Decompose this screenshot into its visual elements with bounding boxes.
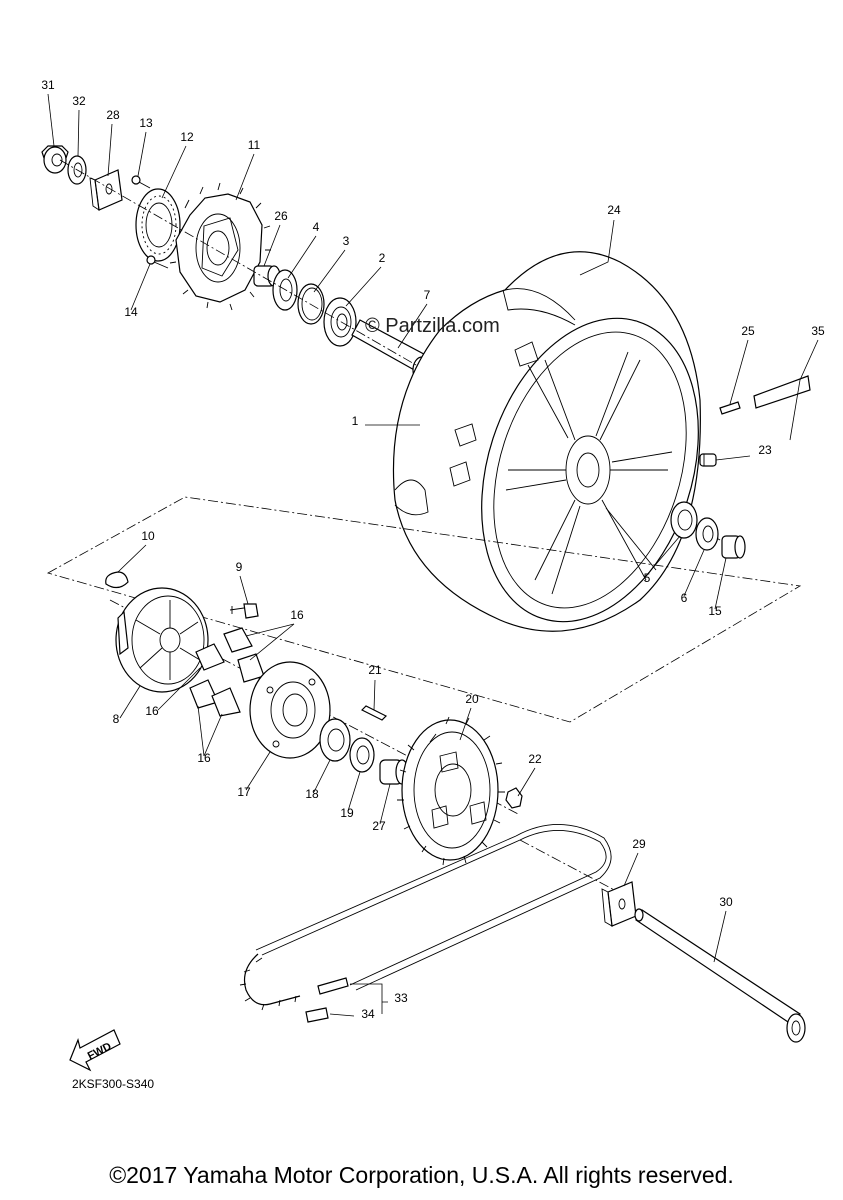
callout-p16b[interactable]: 16 (145, 704, 159, 718)
collar-15[interactable] (721, 535, 746, 559)
callout-p27[interactable]: 27 (372, 819, 386, 833)
leader-lines (47, 93, 819, 1017)
callout-p3[interactable]: 3 (343, 234, 350, 248)
bearing-18[interactable] (319, 718, 351, 762)
callout-p25[interactable]: 25 (741, 324, 755, 338)
collar-26[interactable] (253, 265, 281, 287)
chain-adjuster-28[interactable] (89, 169, 123, 211)
clutch-hub-8[interactable] (115, 587, 209, 693)
bolt-14[interactable] (146, 255, 169, 269)
bearing-5[interactable] (670, 501, 698, 539)
circlip-3[interactable] (297, 283, 325, 325)
callout-p26[interactable]: 26 (274, 209, 288, 223)
callout-p30[interactable]: 30 (719, 895, 733, 909)
stud-21[interactable] (360, 705, 388, 721)
callout-p7[interactable]: 7 (424, 288, 431, 302)
sprocket-20[interactable] (397, 716, 505, 866)
callout-p21[interactable]: 21 (368, 663, 382, 677)
callout-p2[interactable]: 2 (379, 251, 386, 265)
callout-p34[interactable]: 34 (361, 1007, 375, 1021)
weight-25[interactable] (719, 401, 741, 415)
label-35[interactable] (753, 375, 811, 409)
callout-p29[interactable]: 29 (632, 837, 646, 851)
callout-p17[interactable]: 17 (237, 785, 251, 799)
bearing-2[interactable] (323, 297, 357, 347)
callout-p23[interactable]: 23 (758, 443, 772, 457)
callout-p16c[interactable]: 16 (197, 751, 211, 765)
copyright-notice: ©2017 Yamaha Motor Corporation, U.S.A. A… (109, 1162, 734, 1188)
callout-p33[interactable]: 33 (394, 991, 408, 1005)
circlip-10[interactable] (105, 571, 129, 589)
callout-p28[interactable]: 28 (106, 108, 120, 122)
callout-p20[interactable]: 20 (465, 692, 479, 706)
chain-33[interactable] (239, 824, 612, 1011)
callout-p10[interactable]: 10 (141, 529, 155, 543)
callout-p9[interactable]: 9 (236, 560, 243, 574)
chain-adjuster-29[interactable] (601, 881, 637, 927)
master-link-34[interactable] (305, 1007, 329, 1023)
bolt-13[interactable] (131, 175, 151, 189)
bracket-11[interactable] (169, 182, 271, 311)
callout-p31[interactable]: 31 (41, 78, 55, 92)
nut-31[interactable] (41, 145, 69, 174)
callout-p13[interactable]: 13 (139, 116, 153, 130)
callout-p15[interactable]: 15 (708, 604, 722, 618)
callout-p12[interactable]: 12 (180, 130, 194, 144)
valve-23[interactable] (699, 453, 717, 467)
diagram-code: 2KSF300-S340 (72, 1077, 154, 1091)
seal-19[interactable] (349, 737, 375, 773)
callout-p19[interactable]: 19 (340, 806, 354, 820)
seal-6[interactable] (695, 517, 719, 551)
callout-p14[interactable]: 14 (124, 305, 138, 319)
callout-p6[interactable]: 6 (681, 591, 688, 605)
callout-p32[interactable]: 32 (72, 94, 86, 108)
callout-p24[interactable]: 24 (607, 203, 621, 217)
fwd-arrow-icon: FWD (69, 1029, 121, 1072)
axle-30[interactable] (634, 908, 806, 1043)
bolt-9[interactable] (229, 603, 259, 619)
callout-p11[interactable]: 11 (248, 138, 261, 152)
damper-16[interactable] (189, 627, 265, 717)
callout-p5[interactable]: 5 (644, 571, 651, 585)
callout-p18[interactable]: 18 (305, 787, 319, 801)
callout-p8[interactable]: 8 (113, 712, 120, 726)
sprocket-hub-17[interactable] (249, 661, 331, 759)
callout-p16a[interactable]: 16 (290, 608, 304, 622)
callout-p35[interactable]: 35 (811, 324, 825, 338)
disc-12[interactable] (135, 188, 181, 262)
callout-p1[interactable]: 1 (352, 414, 359, 428)
wheel-1[interactable] (445, 290, 735, 650)
callout-p4[interactable]: 4 (313, 220, 320, 234)
partzilla-watermark: © Partzilla.com (365, 315, 500, 337)
nut-22[interactable] (505, 787, 523, 809)
callout-p22[interactable]: 22 (528, 752, 542, 766)
